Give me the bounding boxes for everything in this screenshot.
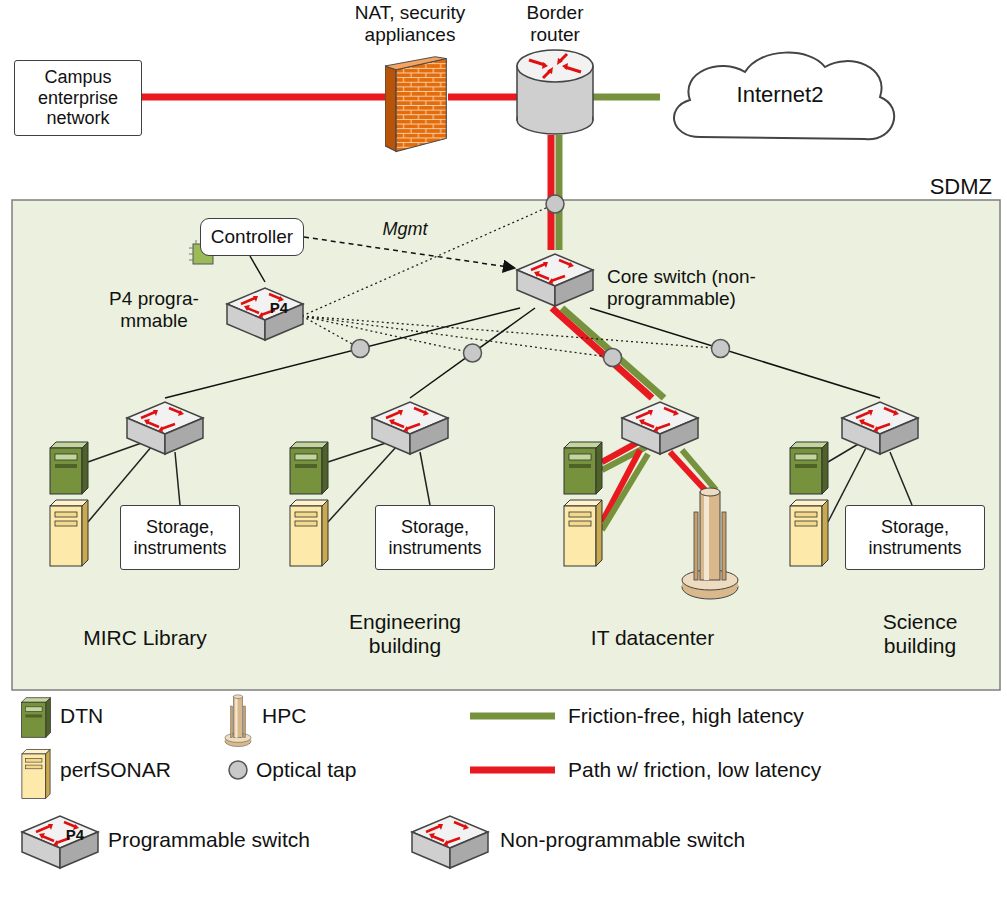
dtn-icon bbox=[564, 442, 602, 494]
connector bbox=[250, 256, 265, 282]
controller-box: Controller bbox=[200, 218, 304, 256]
switch-icon bbox=[622, 402, 698, 454]
node-label: Storage, instruments bbox=[380, 517, 490, 558]
tap-leader bbox=[302, 204, 555, 316]
connector bbox=[304, 237, 515, 268]
node-label: Internet2 bbox=[700, 82, 860, 107]
cloud-node: Internet2 bbox=[660, 42, 900, 152]
dtn-icon bbox=[290, 442, 328, 494]
connector bbox=[590, 308, 880, 398]
node-label: Engineering building bbox=[330, 610, 480, 658]
legend-text: Programmable switch bbox=[108, 828, 310, 852]
tap-leader bbox=[302, 316, 613, 358]
node-label: Border router bbox=[515, 2, 595, 46]
dtn-icon bbox=[790, 442, 828, 494]
core-switch-icon bbox=[517, 254, 593, 306]
cloud-outline bbox=[674, 53, 894, 140]
node-label: IT datacenter bbox=[565, 626, 740, 650]
node-label: Science building bbox=[855, 610, 985, 658]
legend-text: Path w/ friction, low latency bbox=[568, 758, 821, 782]
network-box: Campus enterprise network bbox=[14, 60, 142, 136]
building-group: MIRC Library Storage, instruments bbox=[40, 398, 250, 678]
legend-text: HPC bbox=[262, 704, 306, 728]
node-label: Core switch (non-programmable) bbox=[607, 266, 882, 310]
core-switch: Core switch (non-programmable) bbox=[515, 250, 885, 308]
switch-icon bbox=[372, 402, 448, 454]
connector bbox=[552, 308, 652, 398]
connector bbox=[562, 308, 664, 398]
firewall-node: NAT, security appliances bbox=[345, 0, 475, 158]
tap-leader bbox=[302, 316, 473, 353]
firewall-icon bbox=[385, 57, 446, 152]
p4-switch-icon bbox=[227, 288, 303, 340]
legend-tap-sample bbox=[229, 761, 247, 779]
connector bbox=[548, 135, 555, 250]
optical-tap bbox=[351, 340, 369, 358]
p4-switch: P4 P4 progra- mmable bbox=[95, 282, 310, 352]
node-label: NAT, security appliances bbox=[345, 2, 475, 46]
sdmz-region: SDMZ ControllerP4 P4 progra- mmable Core sw… bbox=[12, 170, 1000, 690]
connector bbox=[475, 94, 500, 101]
legend-text: Friction-free, high latency bbox=[568, 704, 804, 728]
router-node: Border router bbox=[500, 0, 610, 135]
node-label: P4 bbox=[265, 299, 293, 316]
optical-tap bbox=[604, 349, 622, 367]
legend-text: Non-programmable switch bbox=[500, 828, 745, 852]
optical-tap bbox=[546, 195, 564, 213]
tap-leader bbox=[302, 316, 360, 349]
building-group: Engineering building Storage, instruments bbox=[275, 398, 520, 678]
node-label: Storage, instruments bbox=[125, 517, 235, 558]
perfsonar-icon bbox=[790, 500, 828, 566]
connector bbox=[556, 135, 563, 250]
optical-tap bbox=[712, 340, 730, 358]
storage-box: Storage, instruments bbox=[845, 505, 985, 570]
node-label: SDMZ bbox=[892, 174, 992, 199]
hpc-icon bbox=[682, 488, 738, 599]
node-label: MIRC Library bbox=[45, 626, 245, 650]
storage-box: Storage, instruments bbox=[375, 505, 495, 570]
node-label: P4 progra- mmable bbox=[95, 288, 213, 332]
legend-text: DTN bbox=[60, 704, 103, 728]
legend-text: perfSONAR bbox=[60, 758, 171, 782]
connector bbox=[610, 94, 660, 101]
node-label: Storage, instruments bbox=[850, 517, 980, 558]
legend-perfsonar-sample bbox=[22, 749, 50, 798]
sdmz-ground bbox=[12, 200, 1000, 690]
storage-box: Storage, instruments bbox=[120, 505, 240, 570]
node-label: Campus enterprise network bbox=[19, 67, 137, 129]
edge-label: Mgmt bbox=[380, 219, 431, 240]
building-group: IT datacenter bbox=[545, 398, 760, 678]
legend-hpc-sample bbox=[225, 695, 251, 747]
node-label: Controller bbox=[211, 226, 293, 248]
legend-dtn-sample bbox=[22, 698, 51, 738]
legend-text: Optical tap bbox=[256, 758, 356, 782]
perfsonar-icon bbox=[50, 500, 88, 566]
legend-line-sample bbox=[470, 767, 555, 774]
legend-switch-sample bbox=[412, 816, 488, 868]
switch-icon bbox=[127, 402, 203, 454]
icon-label: P4 bbox=[60, 826, 90, 843]
building-group: Science building Storage, instruments bbox=[770, 398, 1000, 678]
router-icon bbox=[517, 50, 593, 134]
optical-tap bbox=[464, 344, 482, 362]
perfsonar-icon bbox=[290, 500, 328, 566]
perfsonar-icon bbox=[564, 500, 602, 566]
legend-line-sample bbox=[470, 713, 555, 720]
connector bbox=[142, 94, 345, 101]
legend-p4-switch-sample bbox=[22, 816, 98, 868]
dtn-icon bbox=[50, 442, 88, 494]
switch-icon bbox=[842, 402, 918, 454]
connector bbox=[410, 308, 535, 398]
